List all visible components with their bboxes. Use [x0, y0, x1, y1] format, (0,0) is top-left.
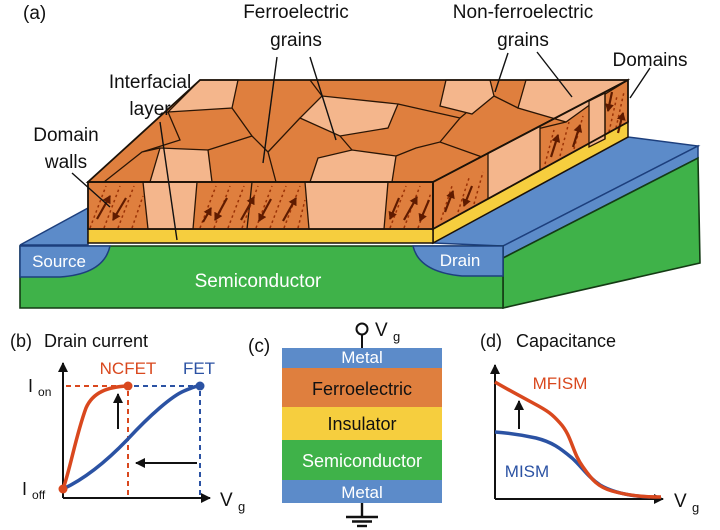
domain-arrow-icon — [202, 207, 212, 223]
c-label-metal-top: Metal — [341, 348, 383, 367]
source-region — [19, 245, 111, 278]
label-domain-walls-1: Domain — [33, 125, 98, 146]
c-label-insulator: Insulator — [327, 414, 396, 434]
domain-arrow-icon — [403, 196, 418, 221]
panel-b-title-text: Drain current — [44, 331, 148, 351]
label-nonferroelectric-grains-1: Non-ferroelectric — [453, 2, 593, 23]
panel-c-label: (c) — [248, 336, 270, 357]
annotation-pointers — [71, 51, 651, 241]
c-label-semiconductor: Semiconductor — [302, 451, 422, 471]
domain-arrow-icon — [549, 134, 561, 158]
d-legend-mism: MISM — [505, 462, 549, 481]
b-x-base: V — [220, 490, 233, 511]
domain-arrow-icon — [112, 197, 127, 221]
grain-boundaries-top — [103, 79, 567, 183]
pointer-interfacial-layer — [159, 121, 178, 241]
label-interfacial-layer-1: Interfacial — [109, 72, 191, 93]
domain-arrow-icon — [240, 196, 255, 221]
c-layer-semiconductor — [282, 440, 442, 480]
b-x-sub: g — [238, 499, 245, 514]
panel-d-title-text: Capacitance — [516, 331, 616, 351]
non-ferroelectric-grains-top — [149, 79, 631, 183]
b-ion-sub: on — [38, 385, 51, 399]
d-x-base: V — [674, 491, 687, 512]
label-ferroelectric-grains-1: Ferroelectric — [243, 2, 349, 23]
label-ferroelectric-grains-2: grains — [270, 30, 322, 51]
label-domains: Domains — [613, 50, 688, 71]
c-layer-insulator — [282, 407, 442, 440]
c-layer-ferroelectric — [282, 368, 442, 407]
domain-arrow-icon — [388, 197, 401, 220]
side-face-outline — [432, 78, 629, 231]
panel-a-structure: (a) Ferroelectric grains Non-ferroelectr… — [19, 2, 701, 310]
b-ioff-label: I off — [22, 479, 46, 502]
c-label-ferroelectric: Ferroelectric — [312, 379, 412, 399]
domain-arrow-icon — [282, 197, 297, 222]
pointer-ferroelectric-1 — [262, 56, 278, 164]
panel-b-label: (b) — [10, 331, 32, 351]
domain-arrow-icon — [96, 195, 111, 220]
c-label-metal-bottom: Metal — [341, 483, 383, 502]
b-ion-base: I — [28, 376, 33, 396]
panel-d-capacitance: (d) Capacitance MFISM MISM V g — [480, 331, 699, 515]
b-curve-fet — [62, 384, 199, 491]
b-legend-ncfet: NCFET — [100, 359, 157, 378]
c-layer-metal-top — [282, 348, 442, 368]
c-vg-base: V — [375, 320, 388, 341]
c-vg-label: V g — [375, 320, 400, 344]
label-nonferroelectric-grains-2: grains — [497, 30, 549, 51]
c-layer-metal-bottom — [282, 480, 442, 503]
b-point-fet-on — [195, 381, 205, 391]
panel-b-drain-current: (b) Drain current NCFET FET I on I off V… — [10, 331, 245, 514]
panel-c-stack: (c) V g Metal Ferroelectric Insulator Se… — [248, 320, 442, 528]
label-semiconductor: Semiconductor — [195, 271, 322, 292]
pointer-domain-walls — [71, 172, 111, 208]
label-domain-walls-2: walls — [44, 152, 87, 173]
panel-b-title: (b) Drain current — [10, 331, 148, 351]
panel-a-label: (a) — [23, 3, 46, 24]
non-ferroelectric-grains-side — [487, 91, 606, 201]
pointer-nonferroelectric-2 — [536, 51, 573, 98]
panel-d-title: (d) Capacitance — [480, 331, 616, 351]
domain-arrow-icon — [418, 199, 431, 222]
pointer-ferroelectric-2 — [309, 56, 337, 141]
b-curve-ncfet — [61, 384, 128, 490]
b-ion-label: I on — [28, 376, 51, 399]
c-gate-terminal-icon — [355, 322, 369, 336]
b-ioff-sub: off — [32, 488, 46, 502]
grain-polygon — [304, 181, 389, 230]
d-curve-mfism — [494, 380, 662, 499]
d-x-sub: g — [692, 500, 699, 515]
b-x-label: V g — [220, 490, 245, 514]
domain-arrow-icon — [571, 124, 583, 148]
grain-polygon — [149, 147, 213, 183]
label-interfacial-layer-2: layer — [129, 99, 171, 120]
d-x-label: V g — [674, 491, 699, 515]
domain-arrow-icon — [605, 91, 614, 112]
b-ioff-base: I — [22, 479, 27, 499]
slab-outlines — [85, 78, 629, 231]
d-legend-mfism: MFISM — [533, 374, 588, 393]
domain-polarization-arrows — [96, 91, 626, 223]
drain-region — [412, 245, 504, 277]
label-drain: Drain — [440, 251, 481, 270]
label-source: Source — [32, 252, 86, 271]
domain-arrow-icon — [258, 198, 272, 222]
pointer-nonferroelectric-1 — [494, 52, 509, 93]
interfacial-layer-front — [87, 228, 434, 244]
domain-arrow-icon — [443, 190, 455, 213]
panel-d-label: (d) — [480, 331, 502, 351]
c-vg-sub: g — [393, 329, 400, 344]
semiconductor-front-face — [19, 245, 504, 309]
domain-arrow-icon — [214, 197, 228, 221]
b-point-ncfet-on — [123, 381, 133, 391]
domain-arrow-icon — [616, 112, 626, 134]
b-point-ioff — [58, 484, 68, 494]
b-legend-fet: FET — [183, 359, 215, 378]
c-ground-icon — [346, 503, 378, 528]
pointer-domains — [629, 67, 651, 99]
domain-arrow-icon — [462, 185, 474, 207]
metal-top-face-left — [19, 206, 89, 246]
